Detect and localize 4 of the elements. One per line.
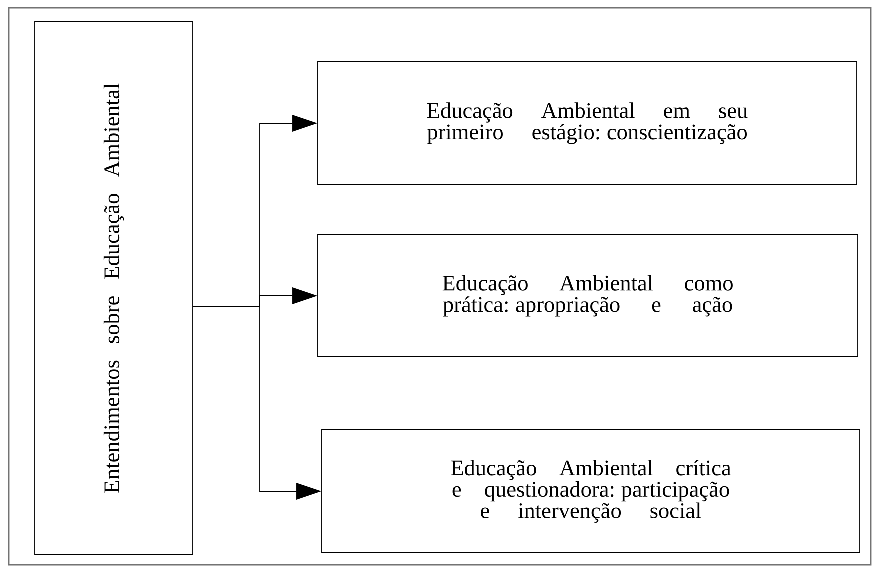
topic-box: Entendimentos sobre Educação Ambiental (34, 22, 194, 556)
concept-box: Educação Ambiental em seu primeiro estágio: conscientização (318, 62, 858, 186)
concept-box: Educação Ambiental como prática: apropriação e ação (318, 234, 858, 358)
concept-box: Educação Ambiental crítica e questionadora: participação e intervenção social (322, 430, 860, 554)
